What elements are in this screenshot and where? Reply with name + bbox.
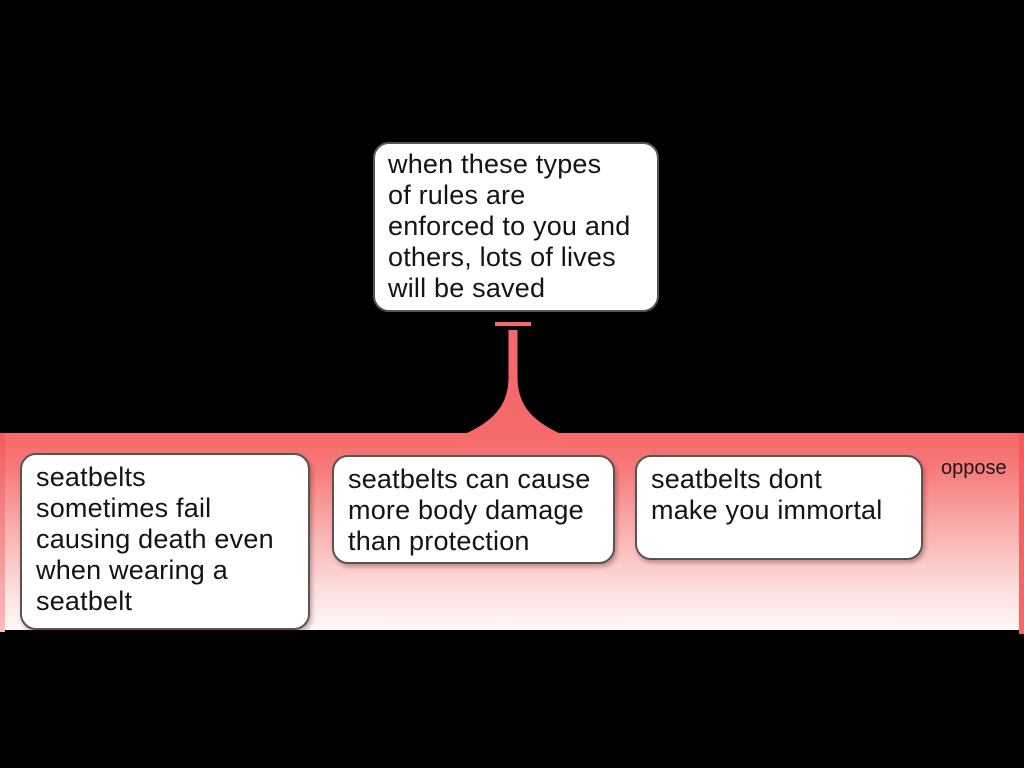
oppose-panel-right-edge bbox=[1019, 433, 1024, 634]
reason-node-2[interactable]: seatbelts can cause more body damage tha… bbox=[332, 455, 615, 564]
connector-trumpet-shape bbox=[465, 330, 561, 434]
oppose-panel-left-edge bbox=[0, 433, 5, 632]
connector-anchor-tick bbox=[495, 322, 531, 326]
oppose-connector bbox=[465, 322, 561, 434]
claim-node-text: when these types of rules are enforced t… bbox=[388, 149, 631, 303]
reason-node-2-text: seatbelts can cause more body damage tha… bbox=[348, 464, 591, 556]
reason-node-3-text: seatbelts dont make you immortal bbox=[651, 464, 883, 525]
claim-node[interactable]: when these types of rules are enforced t… bbox=[373, 142, 659, 312]
reason-node-1-text: seatbelts sometimes fail causing death e… bbox=[36, 462, 274, 616]
oppose-group-label: oppose bbox=[941, 457, 1007, 479]
reason-node-1[interactable]: seatbelts sometimes fail causing death e… bbox=[20, 453, 310, 630]
reason-node-3[interactable]: seatbelts dont make you immortal bbox=[635, 455, 923, 560]
